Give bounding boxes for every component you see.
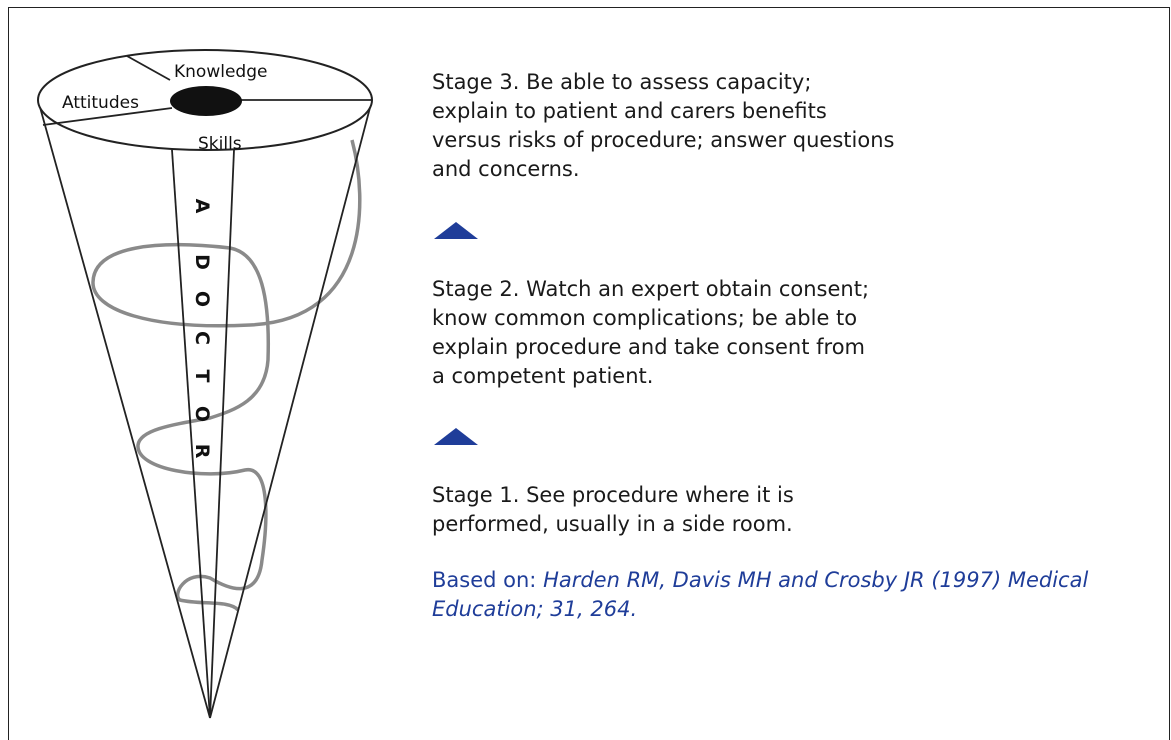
stage-1-text: Stage 1. See procedure where it is perfo… [432,483,794,536]
spine-letter: T [191,370,213,383]
stage-2-text: Stage 2. Watch an expert obtain consent;… [432,277,870,388]
spine-letter: O [191,406,213,422]
citation: Based on: Harden RM, Davis MH and Crosby… [432,566,1132,624]
segment-label-attitudes: Attitudes [62,93,139,113]
up-arrow-icon [434,428,478,445]
spine-letter: C [191,331,213,345]
cone-top [37,49,373,151]
spiral-curve [91,139,362,612]
cone-core-ellipse [170,86,242,116]
cone-spine-letters: A D O C T O R [191,199,213,459]
stage-3-text: Stage 3. Be able to assess capacity; exp… [432,70,895,181]
spine-letter: R [191,444,213,459]
figure-frame [8,7,1170,740]
spiral-cone-diagram: Knowledge Attitudes Skills A D O C T O R [37,49,373,719]
cone-outline [37,99,373,719]
segment-label-skills: Skills [198,134,242,154]
spine-letter: D [191,254,213,270]
segment-label-knowledge: Knowledge [174,62,267,82]
spine-letter: O [191,291,213,307]
citation-reference: Harden RM, Davis MH and Crosby JR (1997)… [432,568,1089,621]
up-arrow-icon [434,222,478,239]
citation-prefix: Based on: [432,568,544,592]
spine-letter: A [191,199,213,214]
